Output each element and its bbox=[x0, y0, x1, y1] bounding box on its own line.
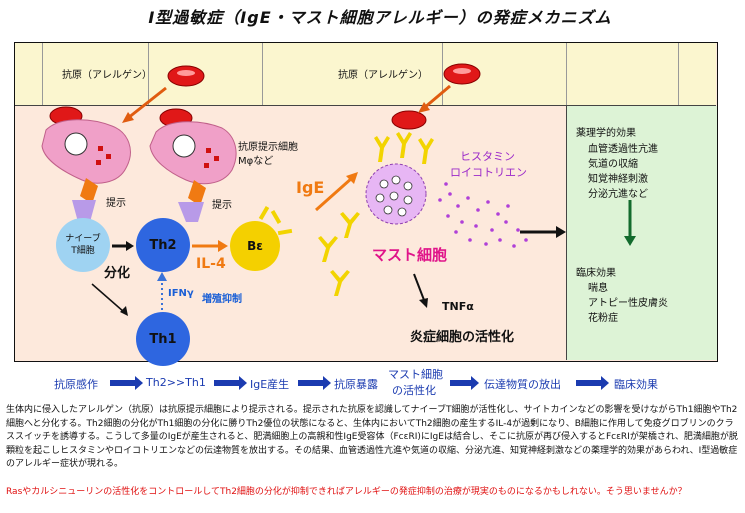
antigen-label: 抗原（アレルゲン） bbox=[338, 70, 428, 81]
arrow-head bbox=[157, 272, 167, 281]
tnf-label: TNFα bbox=[442, 300, 474, 313]
antigen-fragment bbox=[106, 154, 111, 159]
present-label: 提示 bbox=[106, 198, 126, 209]
flow-step: の活性化 bbox=[392, 384, 436, 397]
flow-arrow bbox=[110, 376, 143, 390]
b-cell: Bε bbox=[230, 221, 280, 271]
antigen-fragment bbox=[214, 156, 219, 161]
epithelium-divider bbox=[566, 43, 567, 105]
antigen-fragment bbox=[96, 160, 101, 165]
epithelium-divider bbox=[442, 43, 443, 105]
free-ige-icon bbox=[318, 212, 360, 296]
flow-step: 伝達物質の放出 bbox=[484, 378, 561, 391]
present-label: 提示 bbox=[212, 200, 232, 211]
tcr-icon bbox=[178, 202, 204, 222]
inflammatory-label: 炎症細胞の活性化 bbox=[410, 330, 515, 345]
epithelium-divider bbox=[262, 43, 263, 105]
naive-label: ナイーブ bbox=[65, 234, 101, 244]
antigen-highlight bbox=[453, 68, 471, 74]
effects-item: 気道の収縮 bbox=[588, 159, 638, 170]
bound-ige-icon bbox=[374, 132, 434, 164]
differentiation-label: 分化 bbox=[104, 266, 131, 281]
flow-arrow bbox=[214, 376, 247, 390]
flow-arrow bbox=[298, 376, 331, 390]
antigen-fragment bbox=[204, 163, 209, 168]
tnf-arrow bbox=[413, 273, 425, 301]
flow-arrow bbox=[576, 376, 609, 390]
explanation-text: 生体内に侵入したアレルゲン（抗原）は抗原提示細胞により提示される。提示された抗原… bbox=[6, 405, 738, 470]
antigen-fragment bbox=[206, 148, 211, 153]
antigen-highlight bbox=[177, 70, 195, 76]
mhc-icon bbox=[80, 178, 98, 204]
th2-cell: Th2 bbox=[136, 218, 190, 272]
flow-step: 抗原感作 bbox=[54, 378, 98, 391]
antigen-entry-arrow bbox=[127, 86, 167, 120]
naive-t-cell: ナイーブ T細胞 bbox=[56, 218, 110, 272]
granule-icons bbox=[375, 175, 413, 217]
antigen-presenting-cell-icon bbox=[41, 119, 131, 184]
apc-sub-label: Mφなど bbox=[238, 156, 274, 167]
antigen-entry-arrow bbox=[423, 84, 451, 110]
antigen-icon bbox=[391, 110, 427, 130]
mediator-dots bbox=[438, 182, 528, 248]
ifn-label: IFNγ bbox=[168, 288, 194, 299]
arrow-head bbox=[418, 102, 430, 113]
arrow-head bbox=[346, 172, 358, 184]
flow-arrow bbox=[450, 376, 479, 390]
epithelium-layer bbox=[15, 43, 716, 106]
arrow-head bbox=[556, 226, 566, 238]
antigen-fragment bbox=[98, 146, 103, 151]
ige-antibody-icon bbox=[258, 205, 293, 236]
epithelium-divider bbox=[148, 43, 149, 105]
pharmacological-effects-box bbox=[566, 106, 717, 230]
effects-item: 知覚神経刺激 bbox=[588, 174, 648, 185]
antigen-label: 抗原（アレルゲン） bbox=[62, 70, 152, 81]
differentiation-arrow bbox=[91, 283, 125, 313]
suppress-label: 増殖抑制 bbox=[202, 294, 242, 305]
clinical-heading: 臨床効果 bbox=[576, 268, 616, 279]
flow-step: マスト細胞 bbox=[388, 368, 443, 381]
flow-step: 抗原暴露 bbox=[334, 378, 378, 391]
leukotriene-label: ロイコトリエン bbox=[450, 166, 527, 179]
page-title: Ⅰ型過敏症（IgE・マスト細胞アレルギー）の発症メカニズム bbox=[148, 8, 612, 27]
mast-cell-label: マスト細胞 bbox=[372, 246, 448, 264]
arrow-head bbox=[126, 241, 134, 251]
effects-heading: 薬理学的効果 bbox=[576, 128, 636, 139]
clinical-item: アトピー性皮膚炎 bbox=[588, 298, 668, 309]
ige-arrow bbox=[315, 176, 353, 212]
arrow-head bbox=[218, 240, 228, 252]
arrow-head bbox=[624, 236, 636, 246]
nucleus-icon bbox=[172, 134, 196, 158]
epithelium-divider bbox=[42, 43, 43, 105]
effects-item: 分泌亢進など bbox=[588, 189, 648, 200]
naive-label: T細胞 bbox=[71, 246, 95, 256]
epithelium-divider bbox=[678, 43, 679, 105]
il4-label: IL-4 bbox=[196, 256, 226, 272]
apc-label: 抗原提示細胞 bbox=[238, 142, 298, 153]
arrow-head bbox=[419, 298, 428, 308]
arrow-head bbox=[122, 112, 134, 123]
th1-cell: Th1 bbox=[136, 312, 190, 366]
histamine-label: ヒスタミン bbox=[460, 150, 515, 163]
clinical-effects-box bbox=[566, 229, 717, 360]
tcr-icon bbox=[72, 200, 96, 222]
arrow-head bbox=[120, 306, 128, 316]
highlight-text: Rasやカルシニューリンの活性化をコントロールしてTh2細胞の分化が抑制できれば… bbox=[6, 487, 687, 497]
clinical-item: 喘息 bbox=[588, 283, 608, 294]
flow-step: 臨床効果 bbox=[614, 378, 658, 391]
mechanism-diagram bbox=[41, 63, 636, 316]
nucleus-icon bbox=[64, 132, 88, 156]
flow-step: Th2>>Th1 bbox=[146, 376, 206, 389]
clinical-item: 花粉症 bbox=[588, 313, 618, 324]
flow-step: IgE産生 bbox=[250, 378, 290, 391]
mhc-icon bbox=[188, 180, 206, 206]
effects-item: 血管透過性亢進 bbox=[588, 144, 658, 155]
ige-label: IgE bbox=[296, 178, 325, 197]
